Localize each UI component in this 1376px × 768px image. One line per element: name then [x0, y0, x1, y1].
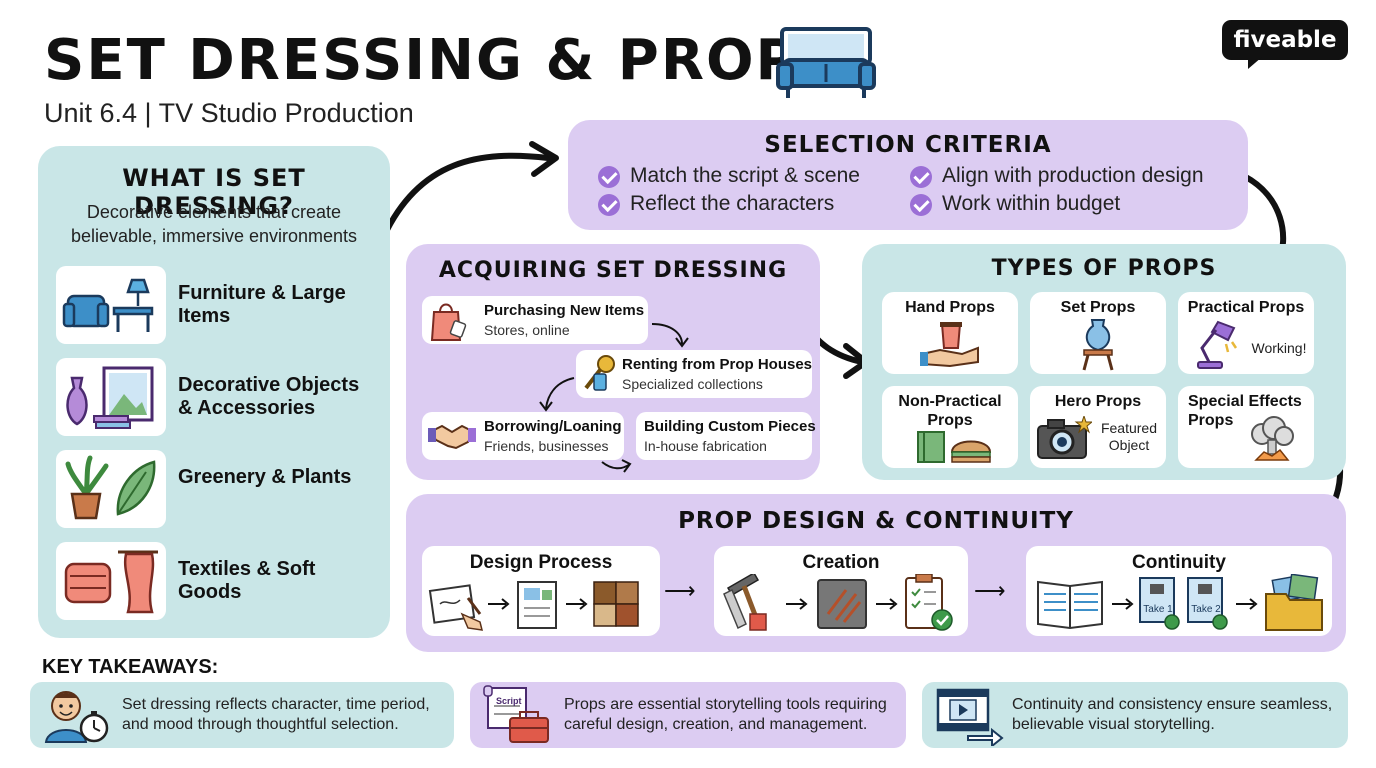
script-toolbox-icon — [483, 685, 549, 743]
what-is-panel: WHAT IS SET DRESSING? Decorative element… — [38, 146, 390, 638]
check-icon — [598, 166, 620, 188]
method-title: Renting from Prop Houses — [622, 356, 813, 373]
takeaway-3: Continuity and consistency ensure seamle… — [922, 682, 1348, 748]
camera-star-icon — [1037, 416, 1092, 459]
takeaway-text: Props are essential storytelling tools r… — [564, 696, 887, 733]
take-1-label: Take 1 — [1143, 604, 1173, 615]
prop-type-hero: Hero Props Featured Object — [1030, 386, 1166, 468]
category-textiles: Textiles & Soft Goods — [178, 558, 316, 603]
method-sub: In-house fabrication — [644, 438, 767, 454]
check-icon — [910, 194, 932, 216]
method-sub: Specialized collections — [622, 376, 763, 392]
script-label: Script — [496, 696, 522, 706]
design-heading: PROP DESIGN & CONTINUITY — [678, 508, 1074, 534]
handshake-icon — [428, 424, 476, 450]
category-furniture: Furniture & Large Items — [178, 282, 346, 327]
acquiring-heading: ACQUIRING SET DRESSING — [438, 258, 788, 283]
method-renting: Renting from Prop Houses Specialized col… — [576, 350, 812, 398]
prop-type-non-practical: Non-Practical Props — [882, 386, 1018, 468]
selection-criteria-panel: SELECTION CRITERIA Match the script & sc… — [568, 120, 1248, 230]
stage-title: Design Process — [469, 552, 613, 573]
method-building: Building Custom Pieces In-house fabricat… — [636, 412, 816, 460]
practical-note: Working! — [1251, 340, 1307, 356]
category-decor: Decorative Objects & Accessories — [178, 374, 360, 419]
design-process-icons — [428, 581, 639, 631]
prop-type-hand: Hand Props — [882, 292, 1018, 374]
stage-arrow: ⟶ — [974, 578, 1006, 603]
prop-type-label: Practical Props — [1187, 299, 1305, 316]
stage-title: Continuity — [1132, 552, 1226, 573]
method-title: Borrowing/Loaning — [484, 418, 622, 435]
stage-continuity: Continuity Take 1 Take 2 — [1026, 546, 1332, 636]
film-play-icon — [936, 688, 1004, 746]
prop-type-label: Hero Props — [1054, 393, 1142, 410]
prop-type-special-effects: Special Effects Props — [1178, 386, 1314, 468]
decor-icon — [56, 358, 166, 436]
take-2-label: Take 2 — [1191, 604, 1221, 615]
prop-type-practical: Practical Props Working! — [1178, 292, 1314, 374]
method-title: Building Custom Pieces — [644, 418, 816, 435]
arrow-to-selection — [381, 152, 551, 239]
stage-title: Creation — [802, 552, 880, 573]
method-sub: Stores, online — [484, 322, 570, 338]
criterion-budget: Work within budget — [942, 192, 1121, 215]
furniture-icon — [56, 266, 166, 344]
takeaway-text: Continuity and consistency ensure seamle… — [1012, 696, 1333, 733]
prop-type-label: Hand Props — [905, 299, 995, 316]
prop-type-set: Set Props — [1030, 292, 1166, 374]
hero-note: Featured Object — [1100, 420, 1158, 453]
prop-type-label: Special Effects Props — [1188, 393, 1302, 429]
page-title: SET DRESSING & PROPS — [44, 28, 841, 93]
person-stopwatch-icon — [44, 691, 109, 743]
shopping-bag-icon — [430, 303, 467, 341]
check-icon — [910, 166, 932, 188]
selection-heading: SELECTION CRITERIA — [764, 132, 1052, 158]
criterion-design: Align with production design — [942, 164, 1204, 187]
method-sub: Friends, businesses — [484, 438, 609, 454]
method-purchasing: Purchasing New Items Stores, online — [422, 296, 648, 344]
desk-lamp-icon — [1197, 320, 1238, 369]
brand-logo-tail — [1248, 57, 1262, 69]
takeaway-1: Set dressing reflects character, time pe… — [30, 682, 454, 748]
vase-stand-icon — [1082, 319, 1114, 371]
prop-design-panel: PROP DESIGN & CONTINUITY Design Process … — [406, 494, 1346, 652]
keys-icon — [584, 355, 615, 391]
prop-type-label: Non-Practical Props — [898, 393, 1002, 429]
takeaway-2: Script Props are essential storytelling … — [470, 682, 906, 748]
types-of-props-panel: TYPES OF PROPS Hand Props Set Props Prac… — [862, 244, 1346, 480]
criterion-script: Match the script & scene — [630, 164, 860, 187]
stage-arrow: ⟶ — [664, 578, 696, 603]
page-subtitle: Unit 6.4 | TV Studio Production — [44, 98, 414, 128]
creation-icons — [723, 574, 953, 631]
sofa-icon — [776, 27, 876, 98]
what-is-description: Decorative elements that create believab… — [70, 202, 358, 246]
brand-logo: fiveable — [1222, 20, 1348, 60]
plant-icon — [56, 450, 166, 528]
types-heading: TYPES OF PROPS — [991, 256, 1217, 281]
prop-type-label: Set Props — [1060, 299, 1136, 316]
criterion-characters: Reflect the characters — [630, 192, 835, 215]
stage-design-process: Design Process — [422, 546, 660, 636]
book-sandwich-icon — [917, 431, 992, 463]
what-is-heading: WHAT IS SET DRESSING? — [122, 164, 306, 220]
method-title: Purchasing New Items — [484, 302, 645, 319]
category-plants: Greenery & Plants — [178, 466, 352, 488]
continuity-icons — [1037, 574, 1323, 631]
check-icon — [598, 194, 620, 216]
takeaway-text: Set dressing reflects character, time pe… — [122, 696, 430, 733]
acquiring-panel: ACQUIRING SET DRESSING Purchasing New It… — [406, 244, 820, 480]
textile-icon — [56, 542, 166, 620]
hand-coffee-icon — [920, 322, 979, 368]
takeaways-heading: KEY TAKEAWAYS: — [42, 656, 219, 678]
explosion-icon — [1251, 416, 1294, 461]
method-borrowing: Borrowing/Loaning Friends, businesses — [422, 412, 624, 460]
stage-creation: Creation — [714, 546, 968, 636]
